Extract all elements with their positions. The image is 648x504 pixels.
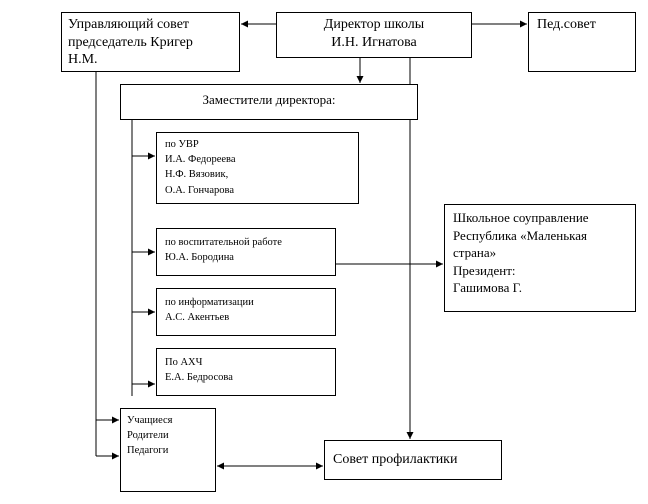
vosp-line-1: по воспитательной работе <box>165 237 282 248</box>
deputy-informatization-box: по информатизации А.С. Акентьев <box>156 288 336 336</box>
school-government-box: Школьное соуправление Республика «Малень… <box>444 204 636 312</box>
deputy-ahch-box: По АХЧ Е.А. Бедросова <box>156 348 336 396</box>
director-box: Директор школы И.Н. Игнатова <box>276 12 472 58</box>
ahch-line-1: По АХЧ <box>165 357 203 368</box>
pedsovet-box: Пед.совет <box>528 12 636 72</box>
ahch-line-2: Е.А. Бедросова <box>165 372 233 384</box>
school-gov-line-3: страна» <box>453 245 497 261</box>
members-box: Учащиеся Родители Педагоги <box>120 408 216 492</box>
governing-council-box: Управляющий совет председатель Кригер Н.… <box>61 12 240 72</box>
deputy-upbringing-box: по воспитательной работе Ю.А. Бородина <box>156 228 336 276</box>
deputy-uvr-box: по УВР И.А. Федореева Н.Ф. Вязовик, О.А.… <box>156 132 359 204</box>
school-gov-line-1: Школьное соуправление <box>453 210 589 225</box>
council-line-3: Н.М. <box>68 52 98 67</box>
council-line-2: председатель Кригер <box>68 34 193 50</box>
members-line-3: Педагоги <box>127 445 169 457</box>
members-line-1: Учащиеся <box>127 415 173 426</box>
deputies-label: Заместители директора: <box>202 92 336 107</box>
pedsovet-label: Пед.совет <box>537 17 596 32</box>
prevention-council-box: Совет профилактики <box>324 440 502 480</box>
uvr-line-2: И.А. Федореева <box>165 154 236 166</box>
uvr-line-4: О.А. Гончарова <box>165 184 234 196</box>
director-line-2: И.Н. Игнатова <box>331 34 417 50</box>
uvr-line-3: Н.Ф. Вязовик, <box>165 169 229 181</box>
council-line-1: Управляющий совет <box>68 17 190 32</box>
director-line-1: Директор школы <box>323 17 425 32</box>
school-gov-line-5: Гашимова Г. <box>453 280 522 296</box>
school-gov-line-2: Республика «Маленькая <box>453 227 588 243</box>
school-gov-line-4: Президент: <box>453 262 516 278</box>
inform-line-2: А.С. Акентьев <box>165 312 230 324</box>
prevention-label: Совет профилактики <box>333 452 458 467</box>
inform-line-1: по информатизации <box>165 297 254 308</box>
deputies-box: Заместители директора: <box>120 84 418 120</box>
vosp-line-2: Ю.А. Бородина <box>165 252 234 264</box>
members-line-2: Родители <box>127 430 169 442</box>
uvr-line-1: по УВР <box>165 139 199 150</box>
